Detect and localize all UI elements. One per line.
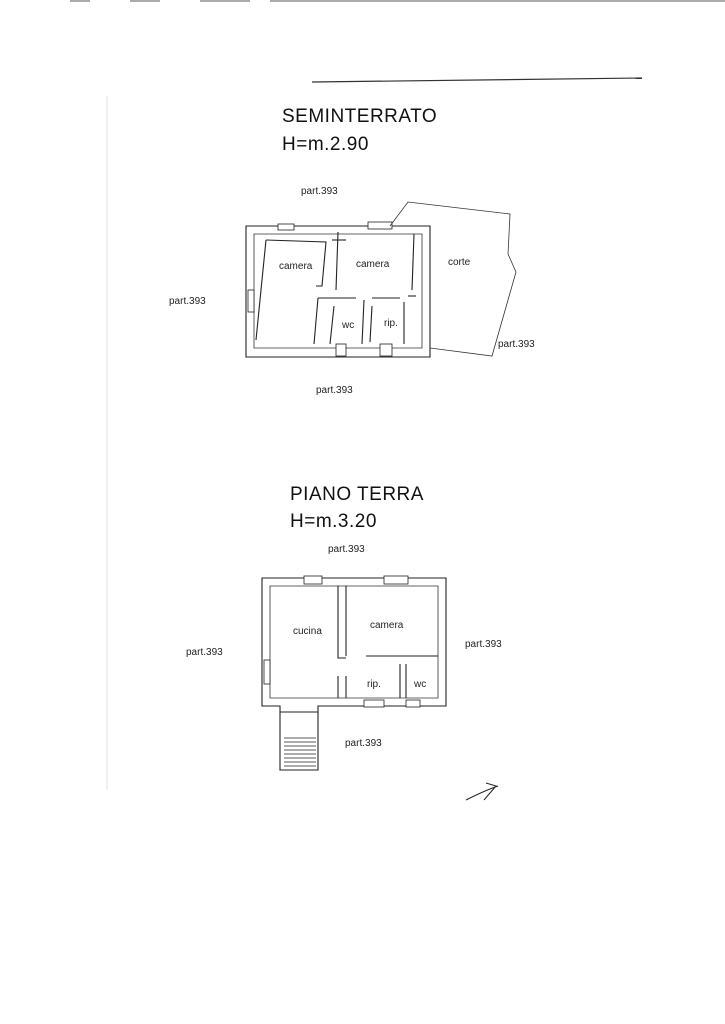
plan-seminterrato: camera camera corte wc rip. part.393 par…	[169, 186, 535, 396]
header-rule	[311, 77, 643, 83]
room-ripostiglio: rip.	[367, 679, 381, 690]
floor-2-height: H=m.3.20	[290, 511, 377, 532]
stair-steps	[284, 737, 316, 767]
boundary-east: part.393	[465, 639, 502, 650]
floor-1-name: SEMINTERRATO	[282, 106, 438, 127]
boundary-south: part.393	[316, 385, 353, 396]
room-camera: camera	[370, 620, 404, 631]
room-wc: wc	[413, 679, 426, 690]
boundary-west: part.393	[186, 647, 223, 658]
plan-piano-terra: cucina camera rip. wc part.393 part.393 …	[186, 544, 502, 771]
floor-2-name: PIANO TERRA	[290, 484, 424, 505]
boundary-north: part.393	[328, 544, 365, 555]
boundary-west: part.393	[169, 296, 206, 307]
boundary-south: part.393	[345, 738, 382, 749]
room-camera-right: camera	[356, 259, 390, 270]
room-wc: wc	[341, 320, 354, 331]
boundary-east: part.393	[498, 339, 535, 350]
room-ripostiglio: rip.	[384, 318, 398, 329]
room-cucina: cucina	[293, 626, 322, 637]
handwritten-mark	[465, 782, 499, 801]
area-corte: corte	[448, 257, 471, 268]
floor-1-height: H=m.2.90	[282, 134, 369, 155]
room-camera-left: camera	[279, 261, 313, 272]
boundary-north: part.393	[301, 186, 338, 197]
